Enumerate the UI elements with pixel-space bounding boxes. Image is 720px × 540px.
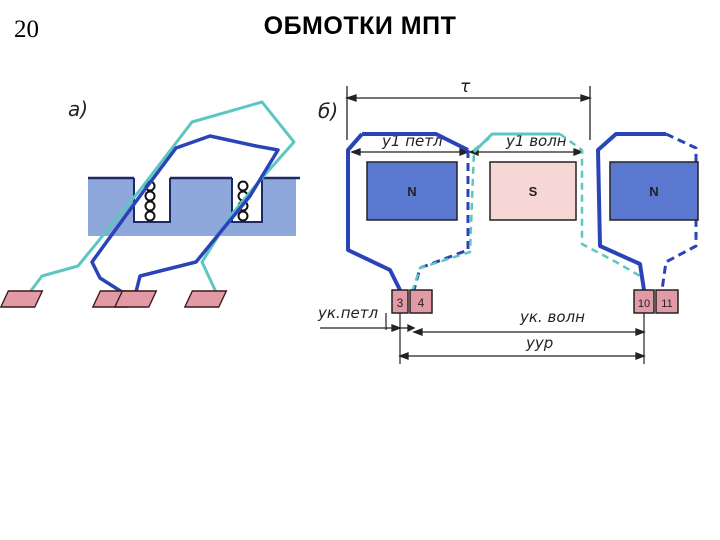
pole-n-left-label: N xyxy=(407,184,416,199)
coil-b-left xyxy=(346,132,493,293)
diagram-b: б) τ y1 петл y1 волн xyxy=(317,77,699,364)
yk-wave-dimension xyxy=(412,328,646,336)
pole-n-left: N xyxy=(366,161,458,221)
pole-n-right: N xyxy=(609,161,699,221)
segment-3-label: 3 xyxy=(397,296,404,310)
yk-wave-label: yк. волн xyxy=(519,308,585,326)
y-eq-dimension xyxy=(398,352,646,360)
diagram-a: а) xyxy=(0,97,300,308)
pole-n-right-label: N xyxy=(649,184,658,199)
pole-pitch-label: τ xyxy=(460,77,471,97)
slide-title: ОБМОТКИ МПТ xyxy=(263,12,457,40)
diagram-a-label: а) xyxy=(68,97,88,121)
coil-a-teal xyxy=(28,100,296,293)
pole-s-middle-label: S xyxy=(529,184,538,199)
yk-lap-label: yк.петл xyxy=(317,304,378,322)
commutator-segment-11: 11 xyxy=(655,289,679,314)
segment-11-label: 11 xyxy=(661,298,672,310)
commutator-segment-4: 4 xyxy=(409,289,433,314)
coil-b-right xyxy=(596,132,698,291)
armature-core xyxy=(88,178,296,236)
commutator-segment-3: 3 xyxy=(391,289,409,314)
coil-a-blue xyxy=(90,134,280,294)
commutator-segment-10: 10 xyxy=(633,289,655,314)
terminals-a xyxy=(0,290,228,308)
diagram-b-label: б) xyxy=(318,99,338,123)
y1-lap-label: y1 петл xyxy=(381,132,443,150)
y1-wave-label: y1 волн xyxy=(505,132,567,150)
pole-pitch-dimension xyxy=(344,86,593,140)
coil-b-middle xyxy=(472,132,648,291)
segment-10-label: 10 xyxy=(638,298,650,310)
segment-4-label: 4 xyxy=(418,296,425,310)
slot-conductors-right xyxy=(237,180,249,222)
y1-lap-dimension xyxy=(350,148,470,156)
slide-number: 20 xyxy=(14,16,39,43)
pole-s-middle: S xyxy=(489,161,577,221)
y-eq-label: yур xyxy=(525,334,553,352)
yk-lap-dimension xyxy=(320,323,416,333)
